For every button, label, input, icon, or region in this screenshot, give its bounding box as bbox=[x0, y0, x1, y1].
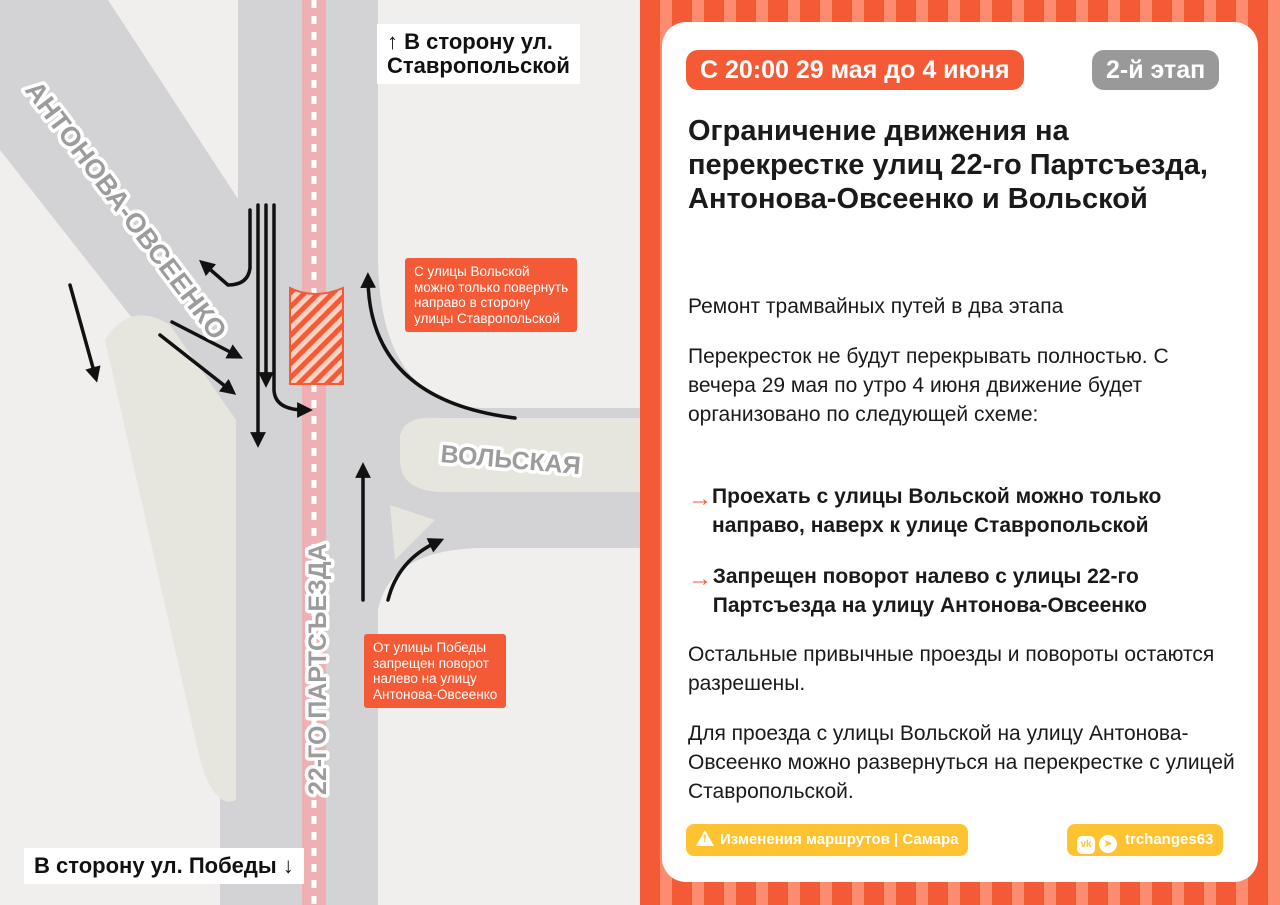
intersection-map: АНТОНОВА-ОВСЕЕНКО АНТОНОВА-ОВСЕЕНКО ВОЛЬ… bbox=[0, 0, 640, 905]
channel-name-text: Изменения маршрутов | Самара bbox=[720, 831, 959, 848]
arrow-volskaya-right-turn bbox=[360, 272, 517, 420]
arrow-antonova-inbound-2 bbox=[170, 320, 243, 359]
svg-text:22-ГО ПАРТСЪЕЗДА: 22-ГО ПАРТСЪЕЗДА bbox=[304, 543, 332, 795]
street-label-22-partsezda: 22-ГО ПАРТСЪЕЗДА 22-ГО ПАРТСЪЕЗДА bbox=[301, 540, 336, 799]
social-handle-text: trchanges63 bbox=[1125, 831, 1214, 848]
svg-text:22-ГО ПАРТСЪЕЗДА: 22-ГО ПАРТСЪЕЗДА bbox=[304, 543, 332, 795]
note-other-turns: Остальные привычные проезды и повороты о… bbox=[688, 643, 1215, 695]
subtitle: Ремонт трамвайных путей в два этапа bbox=[688, 295, 1064, 318]
direction-north-label: ↑ В сторону ул. Ставропольской bbox=[377, 24, 580, 84]
bullet-no-left-turn: → Запрещен поворот налево с улицы 22-го … bbox=[688, 562, 1248, 620]
arrow-right-icon: → bbox=[688, 485, 712, 512]
arrow-antonova-inbound-1 bbox=[158, 333, 237, 395]
stage-badge: 2-й этап bbox=[1092, 50, 1220, 90]
note-volskaya-right-only: С улицы Вольской можно только повернуть … bbox=[405, 258, 578, 332]
arrow-north-right-turn bbox=[386, 538, 445, 602]
channel-name-badge[interactable]: ! Изменения маршрутов | Самара bbox=[686, 824, 969, 856]
telegram-icon: ➤ bbox=[1099, 835, 1117, 853]
vk-icon: vk bbox=[1077, 836, 1095, 854]
info-card: С 20:00 29 мая до 4 июня 2-й этап Ограни… bbox=[662, 22, 1258, 882]
warning-icon: ! bbox=[696, 830, 714, 846]
arrow-antonova-outbound bbox=[68, 283, 101, 383]
bullet-text: Проехать с улицы Вольской можно только н… bbox=[712, 485, 1162, 537]
note-pobedy-no-left: От улицы Победы запрещен поворот налево … bbox=[364, 634, 507, 708]
note-uturn: Для проезда с улицы Вольской на улицу Ан… bbox=[688, 722, 1235, 803]
intro-paragraph: Перекресток не будут перекрывать полност… bbox=[688, 345, 1169, 426]
date-range-badge: С 20:00 29 мая до 4 июня bbox=[686, 50, 1024, 90]
traffic-island-west bbox=[105, 315, 236, 802]
direction-south-label: В сторону ул. Победы ↓ bbox=[24, 848, 304, 884]
social-handle-badge[interactable]: vk➤ trchanges63 bbox=[1067, 824, 1224, 856]
map-graphic: АНТОНОВА-ОВСЕЕНКО АНТОНОВА-ОВСЕЕНКО ВОЛЬ… bbox=[0, 0, 640, 905]
road-antonova-feeder bbox=[0, 20, 240, 300]
bullet-volskaya: → Проехать с улицы Вольской можно только… bbox=[688, 482, 1248, 540]
arrow-right-icon: → bbox=[688, 565, 712, 592]
arrow-south-3 bbox=[272, 203, 313, 418]
traffic-island-volskaya bbox=[400, 417, 640, 492]
traffic-island-corner bbox=[390, 505, 435, 560]
arrow-turn-left-up bbox=[199, 208, 252, 287]
bullet-text: Запрещен поворот налево с улицы 22-го Па… bbox=[712, 565, 1148, 617]
closed-tram-section bbox=[289, 286, 344, 385]
page-title: Ограничение движения на перекрестке улиц… bbox=[688, 115, 1208, 215]
